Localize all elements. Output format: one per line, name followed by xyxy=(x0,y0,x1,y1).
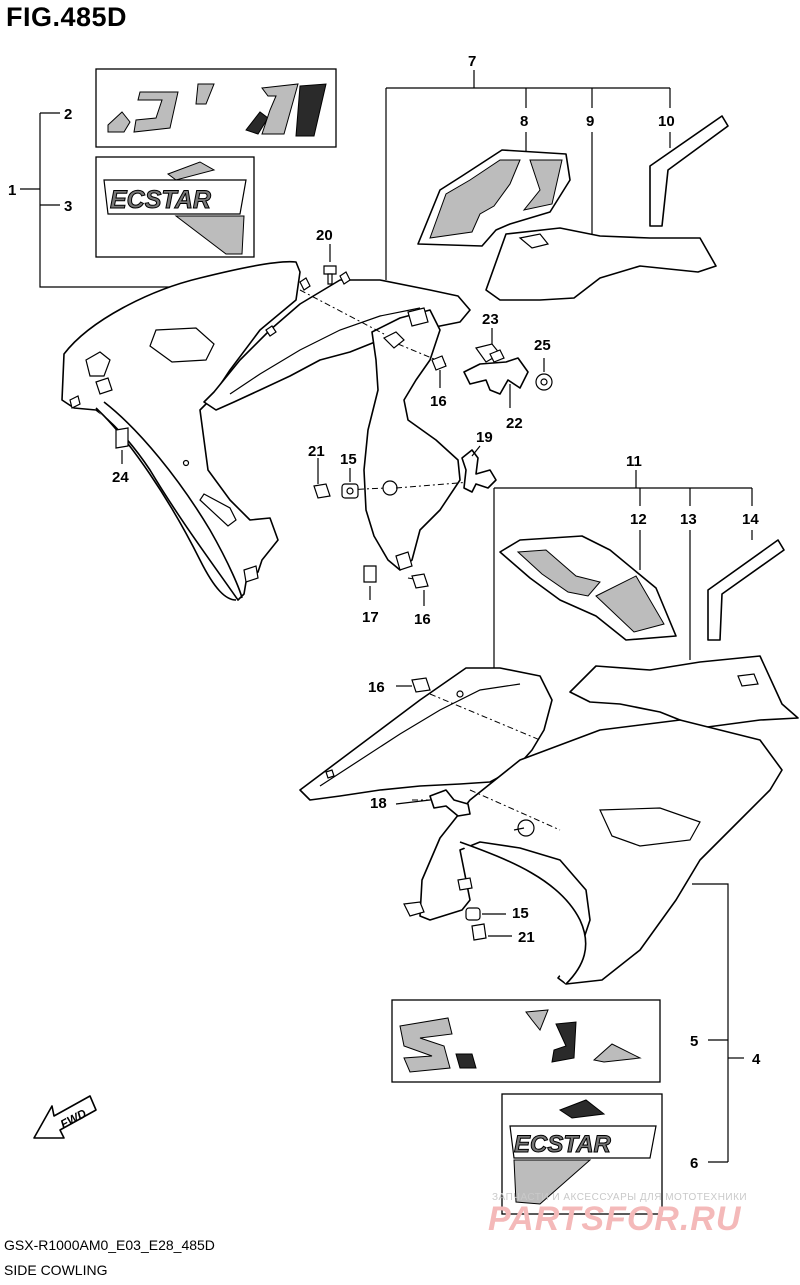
decal-6-text: ECSTAR xyxy=(514,1131,612,1158)
decal-5-letters xyxy=(399,1009,642,1073)
screw-16-c xyxy=(396,677,431,693)
fwd-arrow-icon: FWD xyxy=(33,1095,97,1139)
callout-21-a: 21 xyxy=(308,443,325,460)
callout-22: 22 xyxy=(506,415,523,432)
callout-16-b: 16 xyxy=(414,611,431,628)
watermark-brand: PARTSFOR.RU xyxy=(488,1200,742,1238)
callout-7: 7 xyxy=(468,53,476,70)
callout-13: 13 xyxy=(680,511,697,528)
callout-6: 6 xyxy=(690,1155,698,1172)
callout-8: 8 xyxy=(520,113,528,130)
bracket-4 xyxy=(692,883,744,1163)
callout-16-c: 16 xyxy=(368,679,385,696)
assembly-line xyxy=(469,789,561,831)
callout-16-a: 16 xyxy=(430,393,447,410)
callouts: 1 2 3 4 5 6 7 8 9 10 11 12 13 14 15 15 1… xyxy=(8,53,761,1172)
screw-16-b xyxy=(411,573,429,606)
center-cowling-panel xyxy=(363,307,461,571)
bracket-7 xyxy=(385,70,671,280)
decal-12 xyxy=(499,535,677,641)
bracket-18 xyxy=(395,789,471,817)
grommet-25 xyxy=(535,358,553,391)
cushion-17 xyxy=(363,565,377,600)
callout-25: 25 xyxy=(534,337,551,354)
bracket-22 xyxy=(463,357,529,408)
decal-8 xyxy=(417,149,571,247)
decal-6-ecstar: ECSTAR xyxy=(509,1099,657,1205)
callout-15-b: 15 xyxy=(512,905,529,922)
callout-5: 5 xyxy=(690,1033,698,1050)
callout-2: 2 xyxy=(64,106,72,123)
callout-10: 10 xyxy=(658,113,675,130)
callout-3: 3 xyxy=(64,198,72,215)
callout-20: 20 xyxy=(316,227,333,244)
decal-frame-5 xyxy=(391,999,661,1083)
figure-title: FIG.485D xyxy=(6,2,128,32)
strip-10 xyxy=(649,115,729,227)
screw-20 xyxy=(323,244,337,285)
callout-1: 1 xyxy=(8,182,16,199)
callout-18: 18 xyxy=(370,795,387,812)
decal-frame-2 xyxy=(95,68,337,148)
left-upper-cowling xyxy=(61,260,301,601)
callout-4: 4 xyxy=(752,1051,761,1068)
screw-21-a xyxy=(313,458,331,499)
assembly-line xyxy=(429,693,541,741)
callout-14: 14 xyxy=(742,511,759,528)
decal-frame-6 xyxy=(501,1093,663,1215)
callout-24: 24 xyxy=(112,469,129,486)
callout-17: 17 xyxy=(362,609,379,626)
inner-cowling-panel xyxy=(203,271,471,411)
watermark-tagline: ЗАПЧАСТИ И АКСЕССУАРЫ ДЛЯ МОТОТЕХНИКИ xyxy=(492,1192,748,1203)
decal-13 xyxy=(569,655,799,729)
assembly-line xyxy=(299,289,385,335)
nut-15-a xyxy=(341,468,359,499)
bracket-19 xyxy=(461,445,497,493)
cushion-24 xyxy=(115,427,129,464)
decal-frame-3 xyxy=(95,156,255,258)
callout-23: 23 xyxy=(482,311,499,328)
screw-21-b xyxy=(471,923,512,941)
decal-9 xyxy=(485,227,717,301)
callout-21-b: 21 xyxy=(518,929,535,946)
callout-15-a: 15 xyxy=(340,451,357,468)
bracket-11 xyxy=(493,470,753,690)
callout-9: 9 xyxy=(586,113,594,130)
callout-19: 19 xyxy=(476,429,493,446)
callout-12: 12 xyxy=(630,511,647,528)
decal-3-text: ECSTAR xyxy=(110,186,211,214)
right-lower-cowling xyxy=(403,719,783,985)
nut-15-b xyxy=(465,907,506,921)
assembly-line xyxy=(395,481,471,489)
screw-16-a xyxy=(431,355,447,388)
lower-inner-panel xyxy=(299,667,553,801)
callout-11: 11 xyxy=(626,453,642,470)
decal-2-letters xyxy=(107,83,327,137)
figure-code: GSX-R1000AM0_E03_E28_485D xyxy=(4,1237,215,1253)
figure-caption: SIDE COWLING xyxy=(4,1262,108,1278)
bolt-23 xyxy=(474,328,505,363)
decal-3-ecstar: ECSTAR xyxy=(103,161,247,255)
bracket-1 xyxy=(20,112,170,288)
strip-14 xyxy=(707,539,785,641)
